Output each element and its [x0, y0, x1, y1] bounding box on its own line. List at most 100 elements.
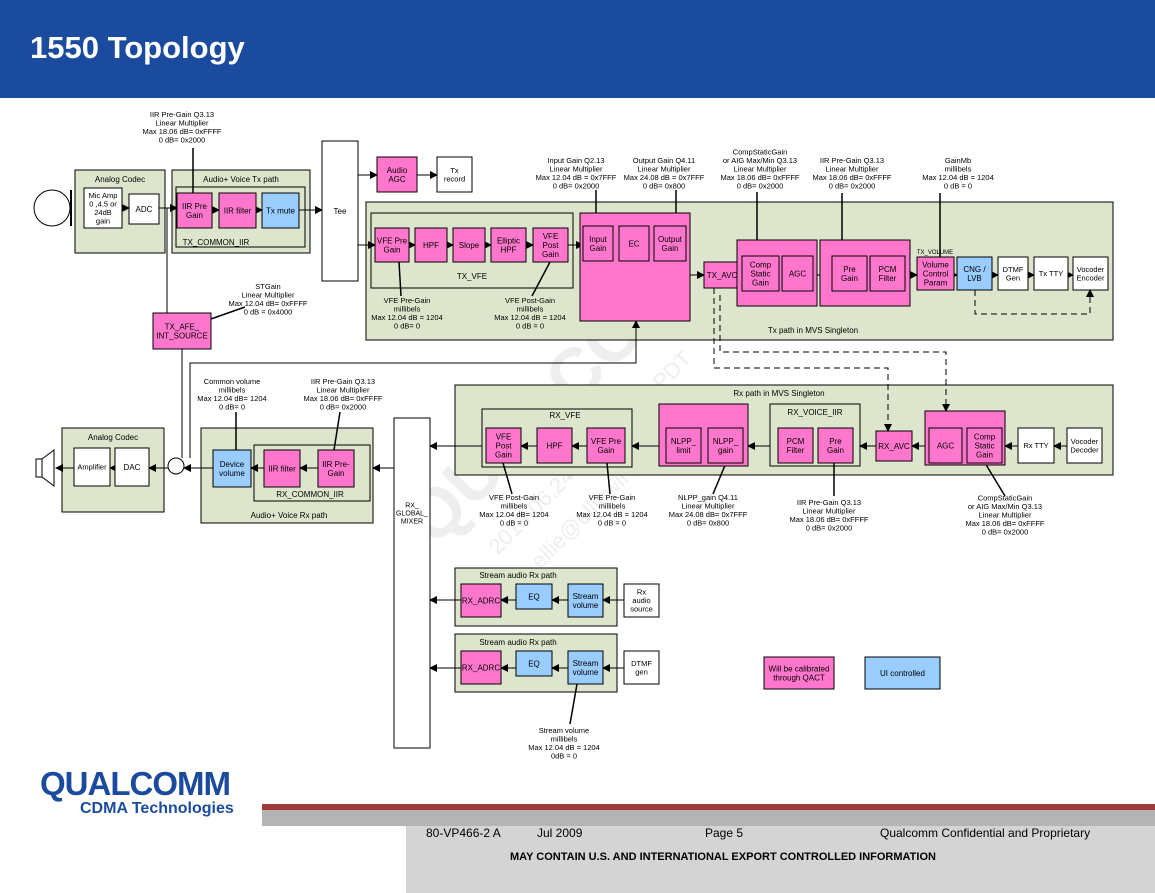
rx-common-iir-label: RX_COMMON_IIR [276, 490, 344, 499]
tx-analog-codec-label: Analog Codec [95, 175, 145, 184]
stream2-adrc-rect [460, 650, 502, 685]
tx-avc-rect [703, 261, 741, 289]
speaker-box-icon [35, 458, 43, 478]
l-nlpp [712, 462, 727, 495]
tx-dtmf-gen-rect [997, 256, 1029, 291]
rx-voice-iir: RX_VOICE_IIR [769, 403, 861, 467]
rx-comp-static-gain-rect [966, 427, 1003, 464]
legend-ui: UI controlled [864, 656, 941, 690]
tx-vfe-pre-gain-rect [374, 227, 410, 263]
stream2-eq: EQ [515, 650, 553, 677]
rx-nlpp-gain-rect [707, 427, 744, 464]
footer-doc-number: 80-VP466-2 A [426, 826, 501, 840]
stream1-panel-label: Stream audio Rx path [479, 571, 556, 580]
rx-common-iir: RX_COMMON_IIR [253, 444, 371, 502]
tx-mute-rect [261, 192, 300, 229]
rx-pcm-filter-rect [777, 427, 814, 464]
rx-hpf: HPF [536, 427, 573, 464]
logo-subtitle: CDMA Technologies [80, 800, 234, 817]
rx-vfe-rect [481, 408, 633, 468]
tee-rect [321, 140, 359, 282]
a-avc-dash [713, 288, 892, 432]
rx-audio-source-rect [623, 583, 660, 618]
adc-rect [128, 193, 160, 225]
tx-vfe-post-gain-rect [532, 227, 569, 263]
rx-nlpp-limit: NLPP_limit [665, 427, 702, 464]
rx-pre-gain-rect [817, 427, 854, 464]
tx-iir-filter: IIR filter [218, 192, 257, 229]
a-cng-dash [974, 289, 1094, 315]
rx-agc-core: AGC [928, 427, 963, 464]
cng-lvb: CNG /LVB [956, 256, 993, 291]
tx-common-iir-label: TX_COMMON_IIR [183, 238, 250, 247]
l-tx-vfe-pre [398, 261, 402, 297]
footer-confidential: Qualcomm Confidential and Proprietary [880, 826, 1091, 840]
l-stgain [207, 306, 246, 321]
stream1-adrc-rect [460, 583, 502, 618]
stream2-adrc-label: RX_ADRC [462, 663, 500, 672]
l-rx-vfe-pre [606, 462, 611, 495]
rx-iir-pre-gain: IIR Pre-Gain [317, 449, 355, 488]
footer-export-notice: MAY CONTAIN U.S. AND INTERNATIONAL EXPOR… [510, 851, 936, 863]
footer-date: Jul 2009 [537, 826, 583, 840]
tx-vfe: TX_VFE [370, 212, 574, 289]
speaker-cone-icon [41, 449, 55, 487]
rx-avc-rect [875, 430, 913, 462]
rx-global-mixer: RX_GLOBAL_MIXER [393, 417, 431, 749]
l-rx-comp [984, 462, 1006, 497]
rx-voice-iir-label: RX_VOICE_IIR [787, 408, 842, 417]
tx-mute: Tx mute [261, 192, 300, 229]
stream1-eq-label: EQ [528, 592, 540, 601]
rx-global-mixer-label: RX_GLOBAL_MIXER [396, 502, 428, 525]
connectors-layer [55, 148, 1094, 725]
tx-avc-label: TX_AVC [707, 271, 738, 280]
l-common-iir [333, 411, 341, 451]
tx-volume-label: TX_VOLUME [917, 250, 953, 256]
tx-avc: TX_AVC [703, 261, 741, 289]
qualcomm-logo: QUALCOMM [40, 765, 231, 802]
rx-agc-core-label: AGC [937, 441, 955, 450]
dac-rect [114, 447, 150, 487]
rx-analog-codec-label: Analog Codec [88, 433, 138, 442]
rx-iir-filter-label: IIR filter [268, 464, 296, 473]
cng-lvb-rect [956, 256, 993, 291]
rx-iir-filter-rect [263, 449, 301, 488]
tx-slope: Slope [452, 227, 486, 263]
legend-ui-label: UI controlled [880, 669, 925, 678]
tx-ec-core: EC [618, 225, 650, 262]
adc: ADC [128, 193, 160, 225]
tx-agc-core-rect [781, 255, 814, 292]
rx-vfe: RX_VFE [481, 408, 633, 468]
